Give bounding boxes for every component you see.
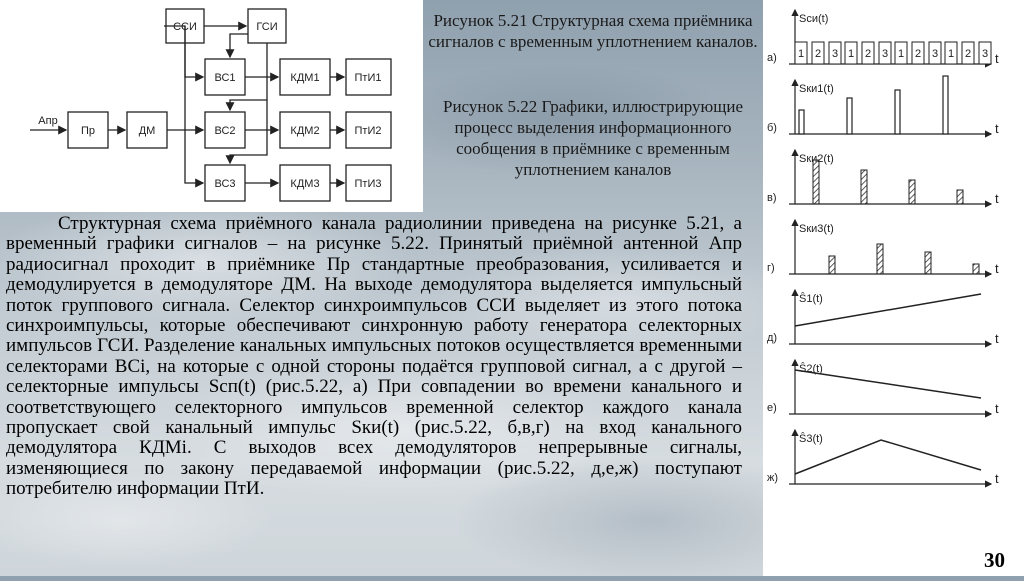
slot-label: 1 [948, 48, 954, 60]
channel2-pulse [861, 170, 867, 204]
graph-letter: б) [767, 122, 777, 134]
axis-t-label: t [995, 401, 999, 416]
block-diagram-panel: Апр ССИ ГСИ Пр ДМ ВС1 ВС2 ВС3 КДМ1 КДМ2 … [0, 0, 423, 212]
axis-t-label: t [995, 261, 999, 276]
slot-label: 1 [798, 48, 804, 60]
graph-ylabel: Sси(t) [799, 13, 828, 25]
graph-ylabel: Sки3(t) [799, 223, 834, 235]
channel3-pulse [973, 264, 979, 274]
channel1-pulse [847, 98, 852, 134]
graph-letter: е) [767, 402, 777, 414]
graph-letter: г) [767, 262, 775, 274]
channel2-pulse [957, 190, 963, 204]
label-kdm2: КДМ2 [290, 125, 319, 137]
slot-label: 3 [982, 48, 988, 60]
slot-label: 1 [848, 48, 854, 60]
graph-letter: д) [767, 332, 777, 344]
timing-graphs: tSси(t)а)tSки1(t)б)tSки2(t)в)tSки3(t)г)t… [763, 0, 1024, 576]
page-number: 30 [984, 548, 1005, 573]
body-paragraph: Структурная схема приёмного канала радио… [6, 214, 742, 500]
figure-caption-5-22: Рисунок 5.22 Графики, иллюстрирующие про… [424, 96, 762, 180]
axis-t-label: t [995, 121, 999, 136]
channel3-pulse [925, 252, 931, 274]
channel1-pulse [943, 76, 948, 134]
axis-t-label: t [995, 191, 999, 206]
label-bc3: ВС3 [214, 178, 235, 190]
label-bc1: ВС1 [214, 72, 235, 84]
channel1-pulse [799, 110, 804, 134]
slot-label: 3 [932, 48, 938, 60]
graph-letter: в) [767, 192, 777, 204]
channel1-pulse [895, 90, 900, 134]
label-ssi: ССИ [173, 21, 197, 33]
graph-ylabel: Ŝ3(t) [799, 432, 823, 445]
graph-letter: а) [767, 52, 777, 64]
label-gsi: ГСИ [256, 21, 277, 33]
label-bc2: ВС2 [214, 125, 235, 137]
label-pti2: ПтИ2 [355, 125, 382, 137]
recovered-signal-1 [795, 294, 981, 326]
slot-label: 2 [815, 48, 821, 60]
axis-t-label: t [995, 331, 999, 346]
block-diagram: Апр ССИ ГСИ Пр ДМ ВС1 ВС2 ВС3 КДМ1 КДМ2 … [0, 0, 423, 212]
slot-label: 2 [865, 48, 871, 60]
input-label: Апр [38, 115, 57, 127]
slot-label: 1 [898, 48, 904, 60]
label-kdm1: КДМ1 [290, 72, 319, 84]
channel2-pulse [813, 160, 819, 204]
slot-label: 2 [915, 48, 921, 60]
label-dm: ДМ [139, 125, 156, 137]
axis-t-label: t [995, 51, 999, 66]
channel2-pulse [909, 180, 915, 204]
graph-ylabel: Sки1(t) [799, 83, 834, 95]
slot-label: 3 [832, 48, 838, 60]
slot-label: 3 [882, 48, 888, 60]
label-pr: Пр [81, 125, 95, 137]
figure-caption-5-21: Рисунок 5.21 Структурная схема приёмника… [424, 10, 762, 52]
label-pti1: ПтИ1 [355, 72, 382, 84]
slot-label: 2 [965, 48, 971, 60]
channel3-pulse [877, 244, 883, 274]
graph-letter: ж) [767, 472, 778, 484]
recovered-signal-3 [795, 440, 981, 474]
label-kdm3: КДМ3 [290, 178, 319, 190]
channel3-pulse [829, 256, 835, 274]
graph-ylabel: Ŝ1(t) [799, 292, 823, 305]
recovered-signal-2 [795, 370, 981, 398]
axis-t-label: t [995, 471, 999, 486]
label-pti3: ПтИ3 [355, 178, 382, 190]
body-text: Структурная схема приёмного канала радио… [6, 214, 742, 500]
